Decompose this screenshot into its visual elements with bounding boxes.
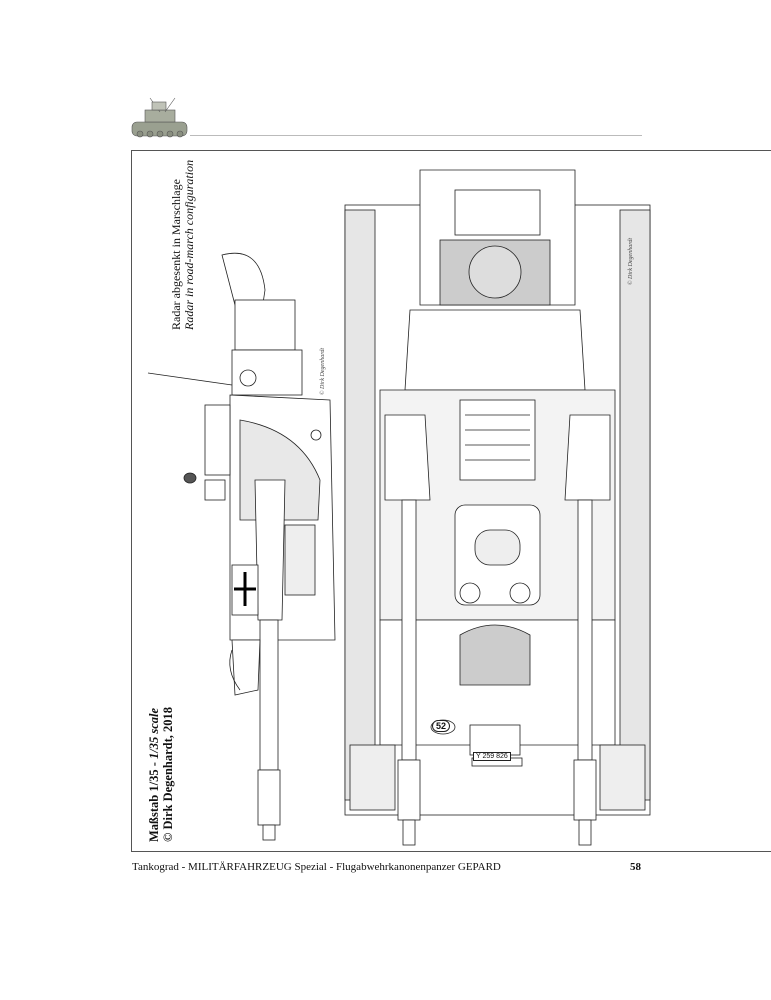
side-view-drawing bbox=[147, 252, 336, 841]
radar-caption-english: Radar in road-march configuration bbox=[182, 159, 196, 330]
scale-label-english: 1/35 scale bbox=[147, 707, 161, 759]
top-view-drawing bbox=[344, 169, 651, 846]
header-tank-thumbnail bbox=[131, 97, 188, 138]
scale-caption: Maßstab 1/35 - 1/35 scale bbox=[147, 708, 162, 842]
copyright-caption: © Dirk Degenhardt, 2018 bbox=[161, 706, 175, 842]
drawing-frame bbox=[131, 150, 771, 852]
scale-label-german: Maßstab 1/35 - bbox=[147, 759, 161, 842]
artist-signature-top: © Dirk Degenhardt bbox=[628, 238, 634, 285]
artist-signature-side: © Dirk Degenhardt bbox=[320, 348, 326, 395]
footer-title: Tankograd - MILITÄRFAHRZEUG Spezial - Fl… bbox=[132, 861, 501, 873]
page-number: 58 bbox=[630, 861, 641, 873]
license-plate: Y 259 826 bbox=[473, 752, 511, 761]
vehicle-number: 52 bbox=[432, 720, 451, 732]
header-rule bbox=[190, 135, 642, 136]
